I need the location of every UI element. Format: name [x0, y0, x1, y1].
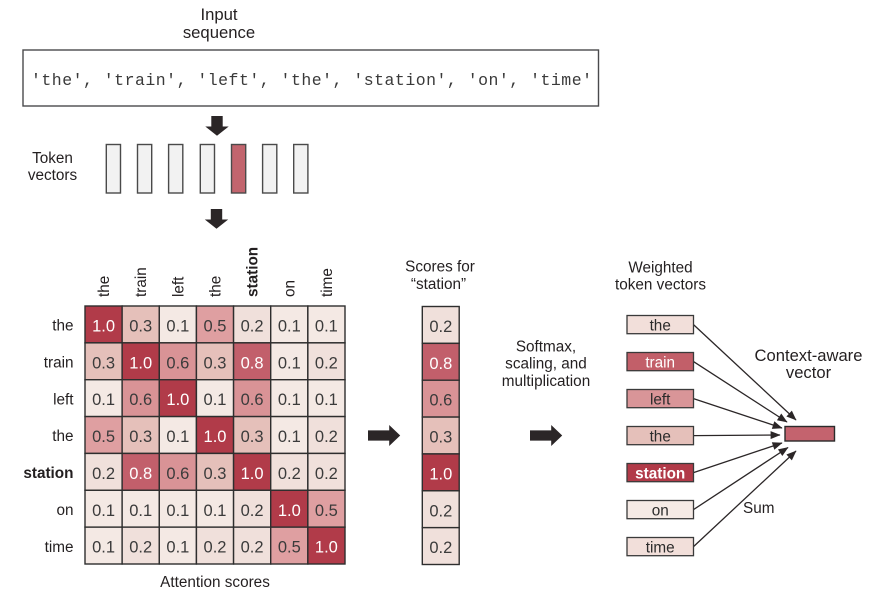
svg-text:0.2: 0.2 [241, 539, 264, 557]
svg-text:0.1: 0.1 [129, 502, 152, 520]
svg-text:0.1: 0.1 [278, 318, 301, 336]
svg-text:0.3: 0.3 [429, 429, 452, 447]
svg-text:0.1: 0.1 [278, 391, 301, 409]
svg-text:0.2: 0.2 [315, 465, 338, 483]
svg-text:1.0: 1.0 [204, 428, 227, 446]
svg-text:0.5: 0.5 [204, 318, 227, 336]
svg-text:0.1: 0.1 [166, 539, 189, 557]
svg-text:the: the [207, 276, 224, 297]
svg-text:1.0: 1.0 [166, 391, 189, 409]
svg-text:0.3: 0.3 [204, 354, 227, 372]
svg-text:left: left [53, 391, 74, 408]
svg-text:0.2: 0.2 [315, 428, 338, 446]
svg-text:Input: Input [200, 5, 237, 24]
svg-text:0.2: 0.2 [315, 354, 338, 372]
svg-text:Sum: Sum [743, 500, 774, 517]
svg-text:left: left [650, 392, 671, 409]
svg-text:0.1: 0.1 [204, 391, 227, 409]
svg-text:0.5: 0.5 [315, 502, 338, 520]
svg-text:0.1: 0.1 [166, 428, 189, 446]
svg-text:“station”: “station” [411, 276, 466, 293]
svg-text:scaling, and: scaling, and [505, 356, 587, 373]
svg-text:0.5: 0.5 [92, 428, 115, 446]
svg-text:Context-aware: Context-aware [755, 346, 863, 365]
svg-text:1.0: 1.0 [92, 318, 115, 336]
svg-text:0.2: 0.2 [204, 539, 227, 557]
svg-text:token vectors: token vectors [615, 277, 706, 294]
svg-text:the: the [96, 276, 113, 297]
svg-text:0.2: 0.2 [129, 539, 152, 557]
svg-text:0.2: 0.2 [278, 465, 301, 483]
svg-text:0.1: 0.1 [204, 502, 227, 520]
svg-text:0.8: 0.8 [129, 465, 152, 483]
svg-text:train: train [133, 267, 150, 297]
svg-text:0.6: 0.6 [166, 465, 189, 483]
svg-text:0.3: 0.3 [129, 318, 152, 336]
svg-text:0.2: 0.2 [429, 318, 452, 336]
svg-text:0.1: 0.1 [92, 539, 115, 557]
svg-text:0.1: 0.1 [278, 428, 301, 446]
svg-text:0.6: 0.6 [129, 391, 152, 409]
svg-text:0.1: 0.1 [92, 502, 115, 520]
svg-text:Softmax,: Softmax, [516, 338, 576, 355]
svg-text:Weighted: Weighted [628, 259, 692, 276]
svg-text:0.1: 0.1 [315, 391, 338, 409]
svg-text:on: on [282, 280, 299, 297]
svg-text:time: time [45, 539, 74, 556]
svg-text:0.6: 0.6 [241, 391, 264, 409]
svg-text:the: the [52, 428, 73, 445]
svg-text:0.1: 0.1 [315, 318, 338, 336]
svg-text:1.0: 1.0 [429, 466, 452, 484]
svg-text:Attention scores: Attention scores [160, 574, 270, 589]
svg-text:Token: Token [32, 150, 73, 167]
svg-text:on: on [56, 502, 73, 519]
svg-text:0.8: 0.8 [241, 354, 264, 372]
svg-text:0.3: 0.3 [204, 465, 227, 483]
svg-text:sequence: sequence [183, 23, 255, 42]
svg-text:0.6: 0.6 [429, 392, 452, 410]
svg-text:on: on [652, 503, 669, 520]
svg-text:0.6: 0.6 [166, 354, 189, 372]
svg-text:Scores for: Scores for [405, 259, 475, 276]
svg-text:0.3: 0.3 [241, 428, 264, 446]
svg-text:0.2: 0.2 [92, 465, 115, 483]
svg-text:1.0: 1.0 [241, 465, 264, 483]
svg-text:0.3: 0.3 [92, 354, 115, 372]
svg-text:multiplication: multiplication [502, 373, 590, 390]
svg-text:time: time [646, 540, 675, 557]
svg-text:0.1: 0.1 [278, 354, 301, 372]
svg-text:left: left [170, 276, 187, 297]
svg-text:1.0: 1.0 [315, 539, 338, 557]
svg-text:0.2: 0.2 [241, 502, 264, 520]
svg-text:the: the [650, 429, 671, 446]
svg-text:station: station [23, 465, 73, 482]
svg-text:time: time [319, 268, 336, 297]
svg-text:1.0: 1.0 [278, 502, 301, 520]
svg-text:'the', 'train', 'left', 'the',: 'the', 'train', 'left', 'the', 'station'… [31, 71, 592, 90]
svg-text:station: station [635, 466, 685, 483]
svg-text:train: train [645, 355, 675, 372]
svg-text:station: station [245, 247, 262, 297]
svg-text:0.1: 0.1 [92, 391, 115, 409]
svg-text:vectors: vectors [28, 167, 78, 184]
svg-text:train: train [44, 355, 74, 372]
svg-text:0.1: 0.1 [166, 318, 189, 336]
svg-text:0.5: 0.5 [278, 539, 301, 557]
svg-text:the: the [52, 318, 73, 335]
svg-text:0.2: 0.2 [241, 318, 264, 336]
svg-text:0.3: 0.3 [129, 428, 152, 446]
svg-text:0.1: 0.1 [166, 502, 189, 520]
svg-text:0.8: 0.8 [429, 355, 452, 373]
svg-text:0.2: 0.2 [429, 502, 452, 520]
svg-text:vector: vector [786, 363, 832, 382]
svg-text:0.2: 0.2 [429, 539, 452, 557]
svg-text:1.0: 1.0 [129, 354, 152, 372]
svg-text:the: the [650, 318, 671, 335]
